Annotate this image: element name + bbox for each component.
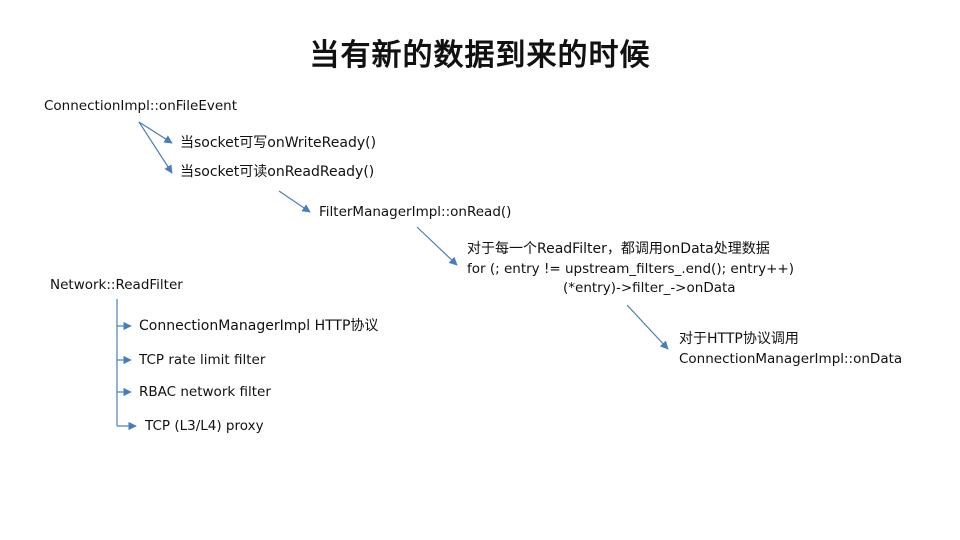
node-on-read-ready: 当socket可读onReadReady() [180,164,375,180]
read-filter-item: TCP (L3/L4) proxy [145,418,264,434]
read-filter-item: RBAC network filter [139,384,271,400]
node-filter-manager-on-read: FilterManagerImpl::onRead() [319,204,512,220]
node-loop-body: (*entry)->filter_->onData [563,280,736,296]
node-on-file-event: ConnectionImpl::onFileEvent [44,98,238,114]
slide-title: 当有新的数据到来的时候 [309,38,651,73]
node-for-loop: for (; entry != upstream_filters_.end();… [467,261,795,277]
node-on-write-ready: 当socket可写onWriteReady() [180,135,377,151]
read-filter-item: ConnectionManagerImpl HTTP协议 [139,318,379,334]
arrow-to-http-note [626,304,669,350]
node-for-each-filter: 对于每一个ReadFilter，都调用onData处理数据 [467,241,770,257]
node-read-filter-root: Network::ReadFilter [50,277,183,293]
arrow-to-write-ready [138,121,173,144]
node-http-note-line1: 对于HTTP协议调用 [679,331,799,347]
arrow-to-filter-manager [278,190,311,213]
arrow-to-for-each-filter [416,226,458,266]
read-filter-item: TCP rate limit filter [139,352,266,368]
node-http-note-line2: ConnectionManagerImpl::onData [679,351,903,367]
arrow-to-read-ready [138,121,173,174]
